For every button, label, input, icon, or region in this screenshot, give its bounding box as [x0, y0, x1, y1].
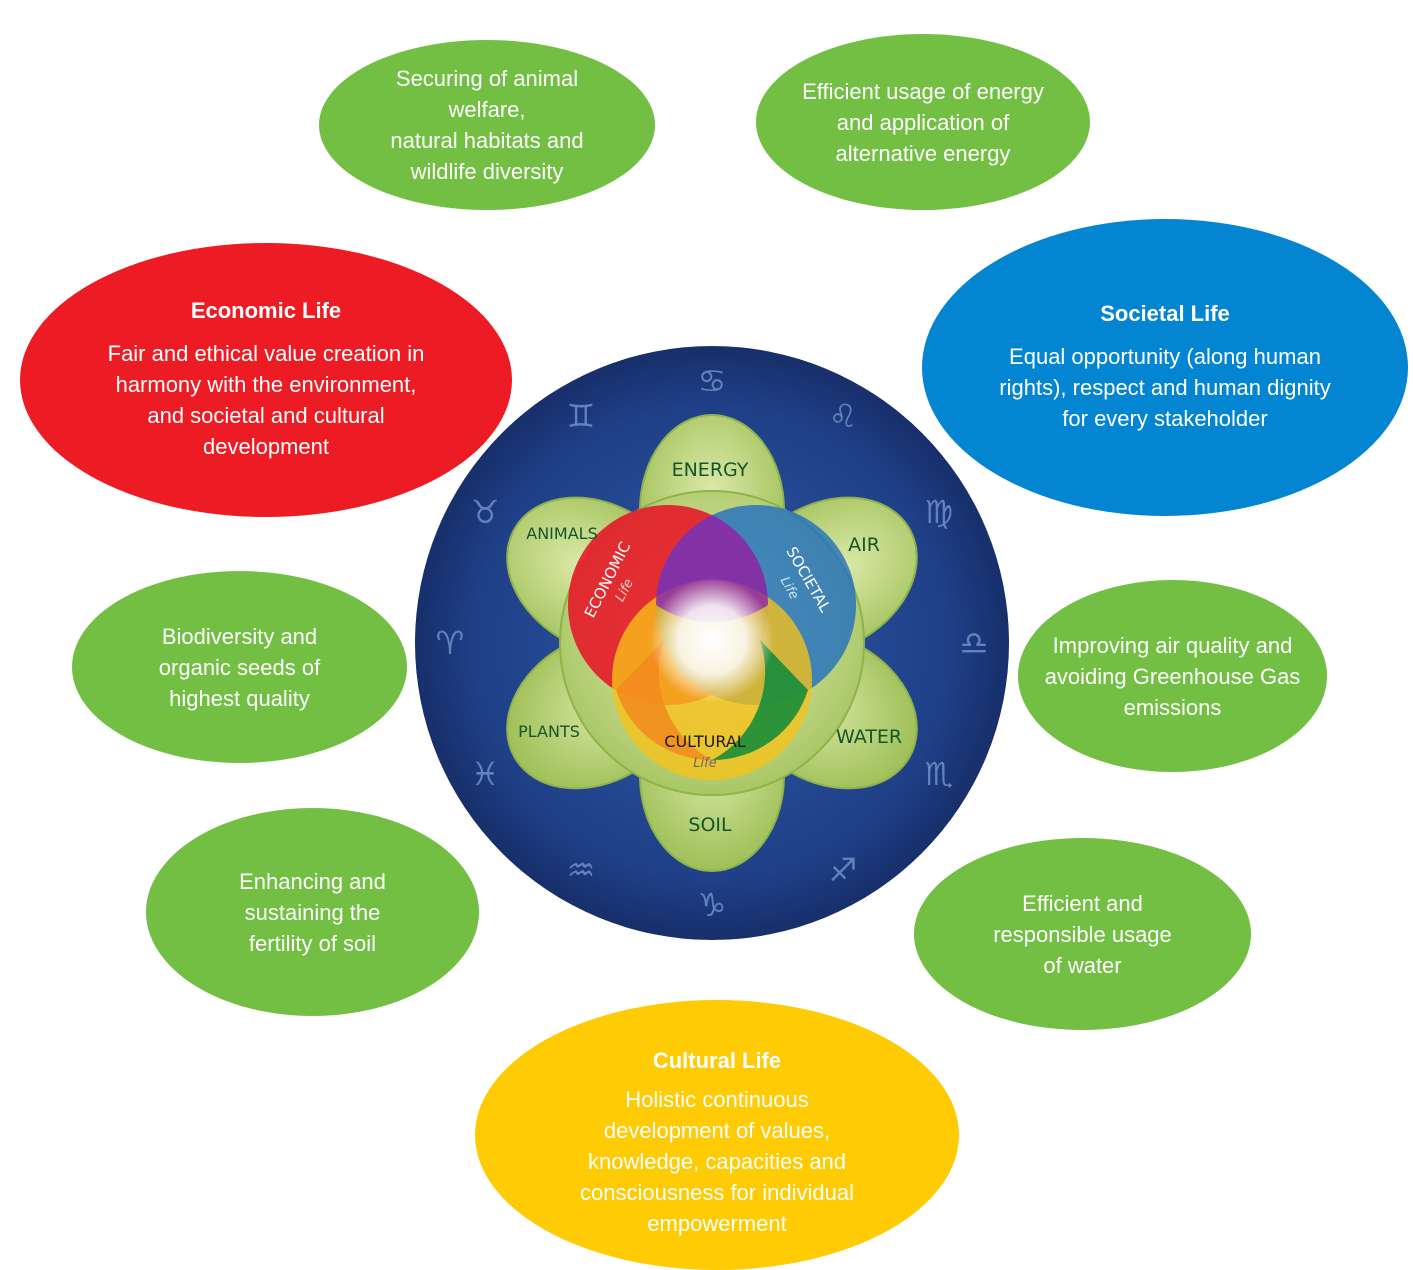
bubble-text-line: fertility of soil	[248, 930, 377, 956]
bubble-biodiversity: Biodiversity and organic seeds of highes…	[72, 571, 407, 763]
economic-life-line: harmony with the environment,	[115, 372, 417, 397]
bubble-text-line: Efficient usage of energy	[802, 78, 1044, 104]
bubble-text-line: highest quality	[169, 685, 310, 711]
zodiac-symbol: ♌	[829, 397, 858, 435]
societal-life-line: for every stakeholder	[1062, 406, 1268, 431]
petal-labels: ENERGY AIR WATER SOIL PLANTS ANIMALS	[518, 459, 902, 836]
bubble-cultural-life: Cultural Life Holistic continuous develo…	[475, 1000, 959, 1270]
economic-life-line: Fair and ethical value creation in	[107, 341, 425, 366]
societal-life-line: Equal opportunity (along human	[1009, 344, 1321, 369]
zodiac-symbols: ♋ ♌ ♍ ♎ ♏ ♐ ♑ ♒ ♓ ♈ ♉ ♊	[436, 362, 989, 924]
cultural-life-title: Cultural Life	[652, 1047, 782, 1073]
bubble-text-line: of water	[1043, 952, 1122, 978]
zodiac-symbol: ♑	[698, 886, 727, 924]
zodiac-symbol: ♊	[567, 397, 596, 435]
petal-label-soil: SOIL	[688, 814, 732, 836]
bubble-text-line: Efficient and	[1022, 890, 1143, 916]
econ-cult-overlap	[616, 640, 712, 761]
societal-life-title: Societal Life	[1100, 301, 1230, 326]
bubble-text-line: sustaining the	[244, 899, 381, 925]
bubble-text-line: responsible usage	[993, 921, 1172, 947]
zodiac-symbol: ♏	[925, 755, 954, 793]
bubble-text-line: emissions	[1123, 694, 1222, 720]
petal-label-plants: PLANTS	[518, 722, 580, 741]
bubble-economic-life: Economic Life Fair and ethical value cre…	[20, 243, 512, 517]
zodiac-symbol: ♉	[471, 493, 500, 531]
economic-life-line: development	[203, 434, 329, 459]
cultural-life-word: Life	[693, 756, 716, 771]
bubble-text-line: avoiding Greenhouse Gas	[1044, 663, 1301, 689]
societal-life-line: rights), respect and human dignity	[999, 375, 1331, 400]
bubble-text-line: natural habitats and	[390, 128, 584, 153]
zodiac-symbol: ♒	[567, 851, 596, 889]
bubble-text-line: Biodiversity and	[161, 623, 318, 649]
center-light	[650, 578, 774, 702]
bubble-text-line: welfare,	[448, 97, 526, 122]
bubble-text-line: wildlife diversity	[410, 159, 564, 184]
cultural-circle-label: CULTURAL	[664, 732, 745, 751]
bubble-text-line: Securing of animal	[395, 66, 579, 91]
petal-label-air: AIR	[848, 534, 880, 556]
bubble-animal-welfare: Securing of animal welfare, natural habi…	[319, 40, 655, 210]
bubble-text-line: Improving air quality and	[1052, 632, 1293, 658]
economic-life-line: and societal and cultural	[147, 403, 385, 428]
bubble-text-line: organic seeds of	[158, 654, 321, 680]
bubble-soil-fertility: Enhancing and sustaining the fertility o…	[146, 808, 479, 1016]
economic-life-title: Economic Life	[190, 298, 342, 323]
petal-label-energy: ENERGY	[672, 459, 749, 481]
bubble-air-quality: Improving air quality and avoiding Green…	[1018, 580, 1327, 772]
bubble-societal-life: Societal Life Equal opportunity (along h…	[922, 219, 1408, 516]
soc-cult-overlap	[712, 640, 808, 761]
bubble-text-line: Enhancing and	[239, 868, 386, 894]
petal-label-water: WATER	[836, 726, 902, 748]
petal-label-animals: ANIMALS	[526, 524, 597, 543]
bubble-text-line: alternative energy	[835, 140, 1011, 166]
zodiac-symbol: ♋	[698, 362, 727, 400]
cultural-life-line: knowledge, capacities and	[587, 1148, 847, 1174]
zodiac-symbol: ♎	[960, 624, 989, 662]
venn-circles	[568, 505, 856, 780]
cultural-life-line: Holistic continuous	[625, 1086, 809, 1112]
bubble-water-usage: Efficient and responsible usage of water	[914, 838, 1251, 1030]
bubble-energy: Efficient usage of energy and applicatio…	[756, 34, 1090, 210]
bubble-text-line: and application of	[836, 109, 1010, 135]
zodiac-symbol: ♈	[436, 624, 465, 662]
cultural-life-line: empowerment	[647, 1210, 787, 1236]
zodiac-symbol: ♓	[471, 755, 500, 793]
cultural-life-line: consciousness for individual	[580, 1179, 854, 1205]
cultural-life-line: development of values,	[603, 1117, 831, 1143]
zodiac-symbol: ♍	[925, 493, 954, 531]
zodiac-symbol: ♐	[829, 851, 858, 889]
